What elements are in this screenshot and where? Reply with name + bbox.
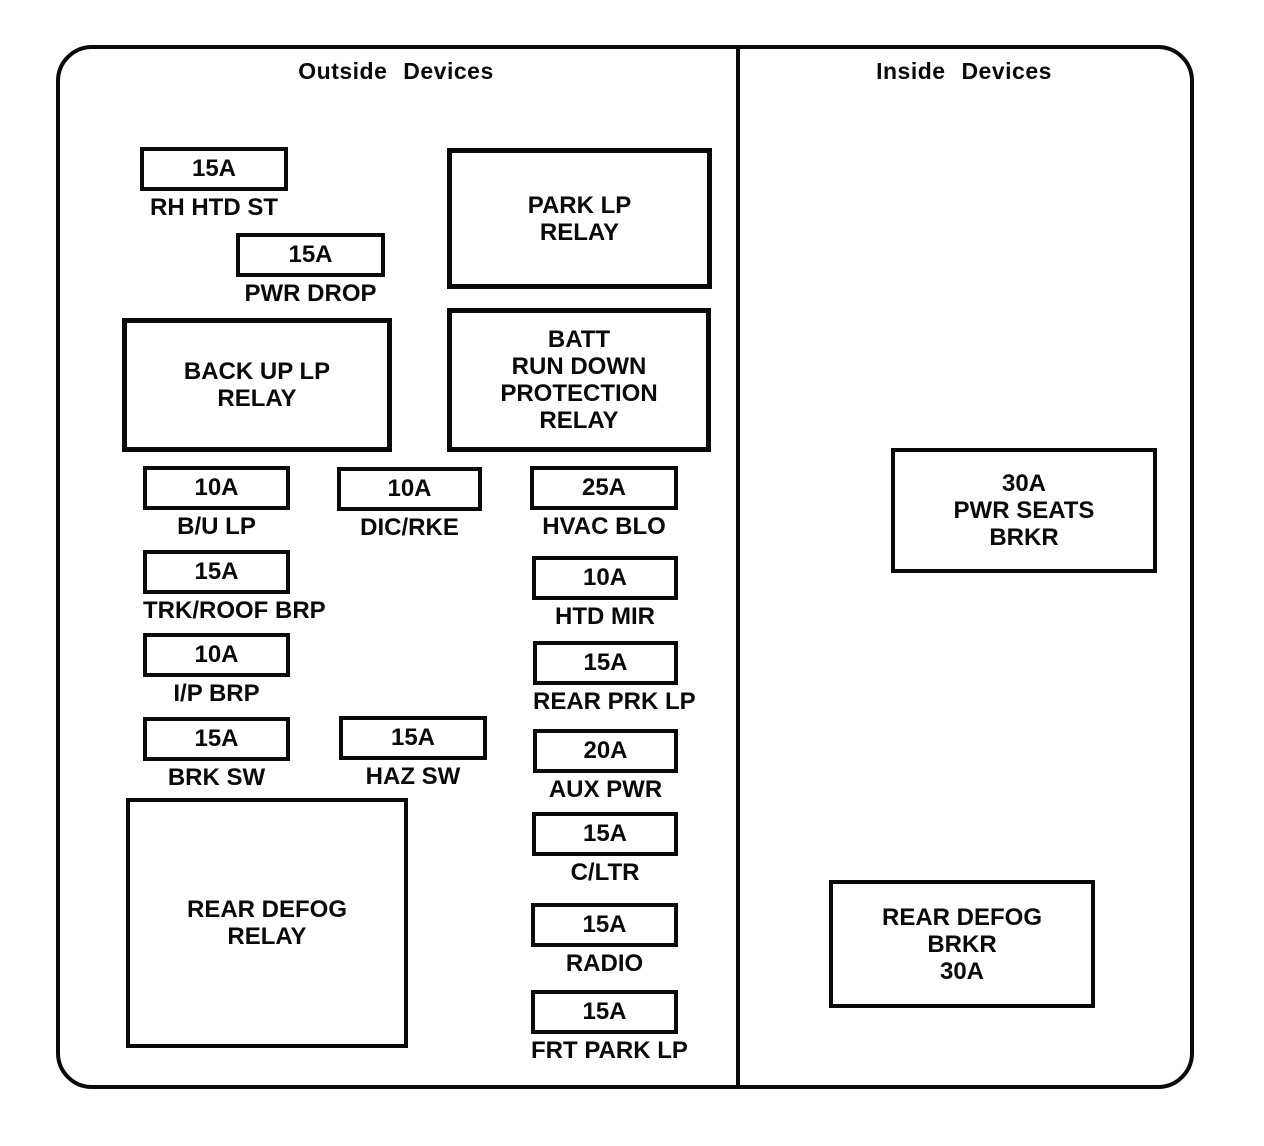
fuse-bu-lp: 10A B/U LP bbox=[143, 466, 290, 541]
fuse-dic-rke: 10A DIC/RKE bbox=[337, 467, 482, 542]
relay-rear-defog: REAR DEFOG RELAY bbox=[126, 798, 408, 1048]
fuse-amp-value: 15A bbox=[143, 550, 290, 594]
inside-devices-title: Inside Devices bbox=[876, 58, 1052, 84]
breaker-label: REAR DEFOG BRKR 30A bbox=[881, 903, 1042, 985]
fuse-rh-htd-st: 15A RH HTD ST bbox=[140, 147, 288, 222]
relay-label: BACK UP LP RELAY bbox=[183, 358, 331, 412]
fuse-label: I/P BRP bbox=[173, 680, 260, 707]
fuse-amp-value: 25A bbox=[530, 466, 678, 510]
fuse-amp-value: 15A bbox=[531, 990, 678, 1034]
fuse-trk-roof-brp: 15A TRK/ROOF BRP bbox=[143, 550, 326, 625]
fuse-frt-park-lp: 15A FRT PARK LP bbox=[531, 990, 688, 1065]
fuse-label: PWR DROP bbox=[244, 280, 377, 307]
fuse-label: HTD MIR bbox=[555, 603, 655, 630]
fuse-aux-pwr: 20A AUX PWR bbox=[533, 729, 678, 804]
relay-label: PARK LP RELAY bbox=[527, 191, 632, 246]
breaker-rear-defog: REAR DEFOG BRKR 30A bbox=[829, 880, 1095, 1008]
fuse-label: RADIO bbox=[565, 950, 644, 977]
fuse-label: HAZ SW bbox=[365, 763, 461, 790]
fuse-ip-brp: 10A I/P BRP bbox=[143, 633, 290, 708]
fuse-label: BRK SW bbox=[167, 764, 266, 791]
fuse-brk-sw: 15A BRK SW bbox=[143, 717, 290, 792]
fuse-amp-value: 10A bbox=[143, 466, 290, 510]
relay-back-up-lp: BACK UP LP RELAY bbox=[122, 318, 392, 452]
breaker-pwr-seats: 30A PWR SEATS BRKR bbox=[891, 448, 1157, 573]
fuse-amp-value: 10A bbox=[532, 556, 678, 600]
fuse-amp-value: 20A bbox=[533, 729, 678, 773]
relay-label: REAR DEFOG RELAY bbox=[186, 896, 347, 950]
fuse-label: B/U LP bbox=[177, 513, 256, 540]
fuse-c-ltr: 15A C/LTR bbox=[532, 812, 678, 887]
relay-label: BATT RUN DOWN PROTECTION RELAY bbox=[500, 326, 658, 434]
fuse-label: AUX PWR bbox=[548, 776, 663, 803]
fuse-amp-value: 10A bbox=[143, 633, 290, 677]
fuse-htd-mir: 10A HTD MIR bbox=[532, 556, 678, 631]
fuse-label: TRK/ROOF BRP bbox=[143, 597, 326, 624]
fuse-label: DIC/RKE bbox=[360, 514, 459, 541]
fuse-label: C/LTR bbox=[570, 859, 640, 886]
fuse-haz-sw: 15A HAZ SW bbox=[339, 716, 487, 791]
fuse-amp-value: 15A bbox=[533, 641, 678, 685]
outside-devices-title: Outside Devices bbox=[298, 58, 494, 84]
fuse-pwr-drop: 15A PWR DROP bbox=[236, 233, 385, 308]
fuse-radio: 15A RADIO bbox=[531, 903, 678, 978]
fuse-label: HVAC BLO bbox=[542, 513, 666, 540]
fuse-amp-value: 10A bbox=[337, 467, 482, 511]
fuse-amp-value: 15A bbox=[140, 147, 288, 191]
fuse-rear-prk-lp: 15A REAR PRK LP bbox=[533, 641, 696, 716]
section-divider bbox=[736, 45, 740, 1089]
fuse-amp-value: 15A bbox=[143, 717, 290, 761]
fuse-amp-value: 15A bbox=[531, 903, 678, 947]
fuse-hvac-blo: 25A HVAC BLO bbox=[530, 466, 678, 541]
fuse-amp-value: 15A bbox=[236, 233, 385, 277]
relay-batt-run-down-protection: BATT RUN DOWN PROTECTION RELAY bbox=[447, 308, 711, 452]
relay-park-lp: PARK LP RELAY bbox=[447, 148, 712, 289]
fuse-label: FRT PARK LP bbox=[531, 1037, 688, 1064]
breaker-label: 30A PWR SEATS BRKR bbox=[953, 470, 1095, 551]
fuse-amp-value: 15A bbox=[532, 812, 678, 856]
fuse-amp-value: 15A bbox=[339, 716, 487, 760]
fuse-label: REAR PRK LP bbox=[533, 688, 696, 715]
fuse-label: RH HTD ST bbox=[150, 194, 278, 221]
